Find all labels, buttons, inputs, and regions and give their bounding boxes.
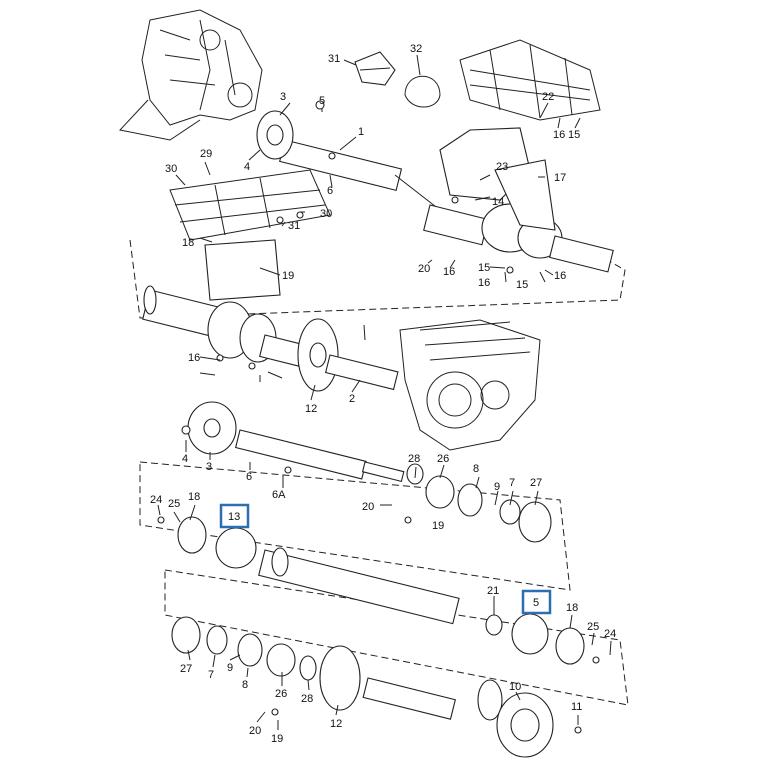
fasteners bbox=[157, 100, 600, 734]
callout-8-lower: 8 bbox=[242, 679, 248, 691]
callout-20-lower: 20 bbox=[249, 725, 261, 737]
callout-labels: 31 32 5 3 1 22 16 15 4 6 17 29 30 30 31 … bbox=[150, 43, 616, 745]
callout-27-mid: 27 bbox=[530, 477, 542, 489]
callout-24-lower: 24 bbox=[604, 628, 616, 640]
callout-28-mid: 28 bbox=[408, 453, 420, 465]
callout-27-lower: 27 bbox=[180, 663, 192, 675]
upper-shaft-assembly bbox=[256, 110, 614, 273]
callout-11: 11 bbox=[571, 701, 582, 713]
highlight-box-5 bbox=[521, 589, 552, 615]
lower-dashed-frame bbox=[164, 569, 629, 706]
callout-30-lower: 31 bbox=[288, 220, 300, 232]
callout-29-right: 29 bbox=[200, 148, 212, 160]
callout-16-right: 16 bbox=[554, 270, 566, 282]
callout-18-lower: 18 bbox=[566, 602, 578, 614]
middle-shaft-assembly bbox=[142, 239, 399, 392]
callout-13: 13 bbox=[228, 511, 240, 523]
callout-26-lower: 26 bbox=[275, 688, 287, 700]
callout-30-upper: 30 bbox=[320, 208, 332, 220]
callout-15-right: 15 bbox=[516, 279, 528, 291]
callout-14: 19 bbox=[282, 270, 294, 282]
callout-24-mid: 24 bbox=[150, 494, 162, 506]
callout-25-mid: 25 bbox=[168, 498, 180, 510]
callout-31-top: 31 bbox=[328, 53, 340, 65]
callout-6-mid: 6 bbox=[246, 471, 252, 483]
callout-28-lower: 28 bbox=[301, 693, 313, 705]
callout-6a: 6A bbox=[272, 489, 286, 501]
callout-10: 10 bbox=[509, 681, 521, 693]
clamp-parts bbox=[354, 51, 441, 108]
callout-20-top: 16 bbox=[443, 266, 455, 278]
callout-19-mid: 19 bbox=[432, 520, 444, 532]
callout-25-lower: 25 bbox=[587, 621, 599, 633]
callout-1: 1 bbox=[358, 126, 364, 138]
callout-20-mid: 20 bbox=[362, 501, 374, 513]
lower-row-parts bbox=[171, 613, 585, 758]
callout-9-mid: 9 bbox=[494, 481, 500, 493]
callout-21: 21 bbox=[487, 585, 499, 597]
highlight-box-13 bbox=[219, 503, 250, 529]
flange-shaft-assembly bbox=[187, 401, 405, 483]
callout-23: 14 bbox=[492, 196, 504, 208]
callout-32: 32 bbox=[410, 43, 422, 55]
callout-2: 2 bbox=[349, 393, 355, 405]
callout-8-mid: 8 bbox=[473, 463, 479, 475]
callout-9-lower: 9 bbox=[227, 662, 233, 674]
callout-12-mid: 12 bbox=[305, 403, 317, 415]
callout-26-mid: 26 bbox=[437, 453, 449, 465]
leader-lines bbox=[157, 54, 612, 730]
callout-31-mid: 18 bbox=[182, 237, 194, 249]
callout-16-top: 16 bbox=[553, 129, 565, 141]
callout-29-left: 30 bbox=[165, 163, 177, 175]
callout-12-lower: 12 bbox=[330, 718, 342, 730]
callout-19-top: 20 bbox=[418, 263, 430, 275]
callout-17: 17 bbox=[554, 172, 566, 184]
callout-18-top: 23 bbox=[496, 161, 508, 173]
frame-sketch-top-right bbox=[459, 39, 601, 121]
callout-15-top: 15 bbox=[568, 129, 580, 141]
callout-22: 22 bbox=[542, 91, 554, 103]
callout-4-mid: 4 bbox=[182, 453, 188, 465]
callout-7-lower: 7 bbox=[208, 669, 214, 681]
callout-16-left: 16 bbox=[188, 352, 200, 364]
frame-sketch-middle bbox=[169, 169, 331, 241]
middle-dashed-frame bbox=[139, 461, 571, 591]
callout-15-mid-right: 16 bbox=[478, 277, 490, 289]
callout-3-mid: 3 bbox=[206, 461, 212, 473]
callout-6-top: 6 bbox=[327, 185, 333, 197]
callout-5-lower: 5 bbox=[533, 597, 539, 609]
rear-axle-sketch bbox=[399, 319, 541, 451]
callout-7-mid: 7 bbox=[509, 477, 515, 489]
callout-5-top: 5 bbox=[319, 95, 325, 107]
callout-19-lower: 19 bbox=[271, 733, 283, 745]
callout-16-mid-right: 15 bbox=[478, 262, 490, 274]
callout-3-top: 3 bbox=[280, 91, 286, 103]
callout-4-top: 4 bbox=[244, 161, 250, 173]
callout-18-mid: 18 bbox=[188, 491, 200, 503]
gearbox-sketch bbox=[119, 9, 263, 141]
